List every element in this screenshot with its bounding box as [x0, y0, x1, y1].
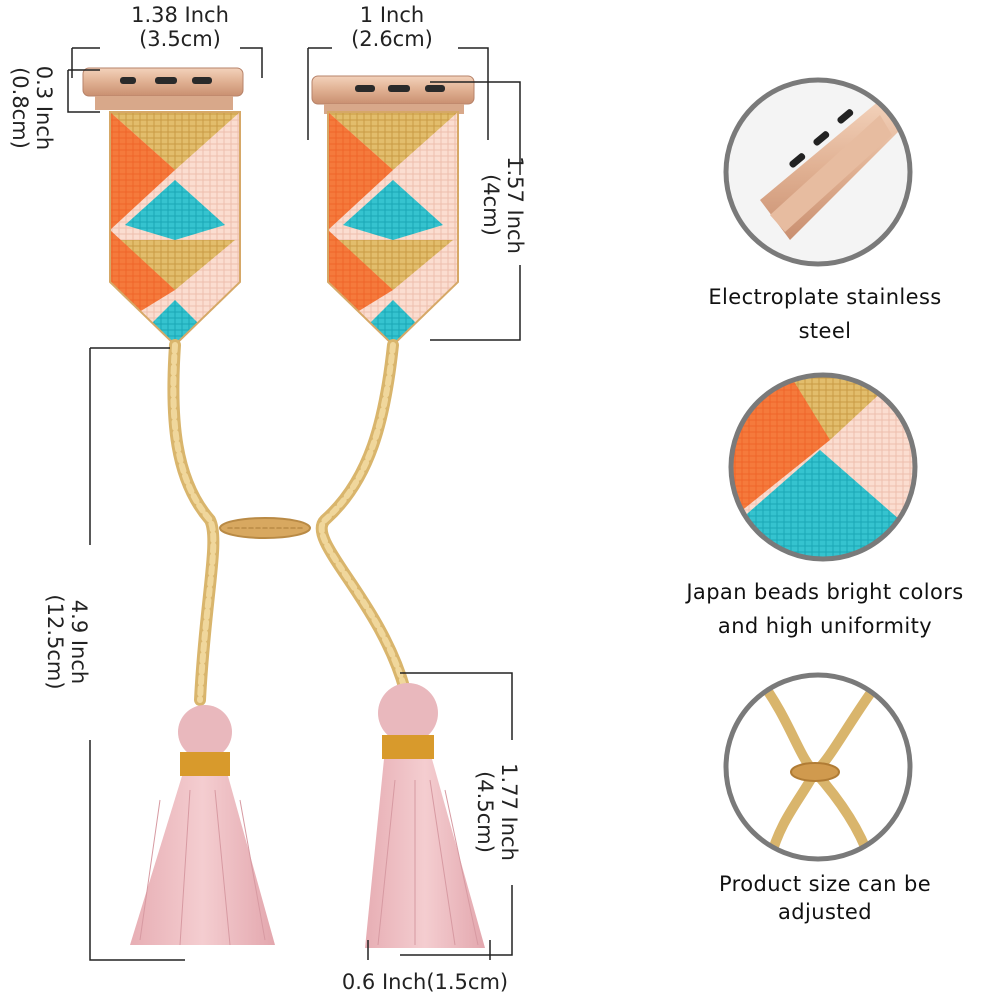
connector-height-label: 0.3 Inch (0.8cm)	[8, 66, 56, 150]
feature-caption-line: steel	[798, 319, 852, 343]
tassel-length-inch: 1.77 Inch	[497, 763, 521, 861]
connector-height-cm: (0.8cm)	[8, 67, 32, 149]
tassel-length-cm: (4.5cm)	[473, 771, 497, 853]
callout-beads	[728, 372, 918, 562]
tassel-length-label: 1.77 Inch (4.5cm)	[473, 763, 521, 861]
left-band-panel	[82, 67, 244, 347]
feature-caption-beads: Japan beads bright colors and high unifo…	[650, 575, 1000, 643]
top-right-width-cm: (2.6cm)	[351, 27, 433, 51]
cord-length-label: 4.9 Inch (12.5cm)	[43, 594, 91, 689]
panel-height-inch: 1.57 Inch	[503, 156, 527, 254]
callout-adjustable-knot	[723, 672, 913, 862]
feature-caption-adjustable: Product size can be adjusted	[670, 870, 980, 926]
dimension-lines	[67, 47, 521, 961]
top-right-width-label: 1 Inch (2.6cm)	[327, 3, 457, 51]
feature-caption-line: and high uniformity	[717, 614, 933, 638]
callout-connector	[723, 77, 913, 267]
cord-length-inch: 4.9 Inch	[67, 599, 91, 685]
right-tassel	[365, 683, 485, 948]
top-right-width-inch: 1 Inch	[359, 3, 425, 27]
panel-height-label: 1.57 Inch (4cm)	[479, 156, 527, 254]
tassel-width-label: 0.6 Inch(1.5cm)	[341, 970, 509, 994]
top-left-width-cm: (3.5cm)	[139, 27, 221, 51]
braided-cord	[167, 339, 411, 706]
cord-length-cm: (12.5cm)	[43, 594, 67, 690]
feature-caption-line: adjusted	[778, 900, 872, 924]
panel-height-cm: (4cm)	[479, 174, 503, 236]
right-band-panel	[311, 75, 475, 347]
feature-caption-line: Electroplate stainless	[708, 285, 942, 309]
feature-caption-steel: Electroplate stainless steel	[660, 280, 990, 348]
top-left-width-label: 1.38 Inch (3.5cm)	[110, 3, 250, 51]
feature-caption-line: Japan beads bright colors	[686, 580, 964, 604]
left-tassel	[130, 705, 275, 946]
connector-height-inch: 0.3 Inch	[32, 65, 56, 151]
feature-caption-line: Product size can be	[718, 872, 932, 896]
top-left-width-inch: 1.38 Inch	[131, 3, 229, 27]
